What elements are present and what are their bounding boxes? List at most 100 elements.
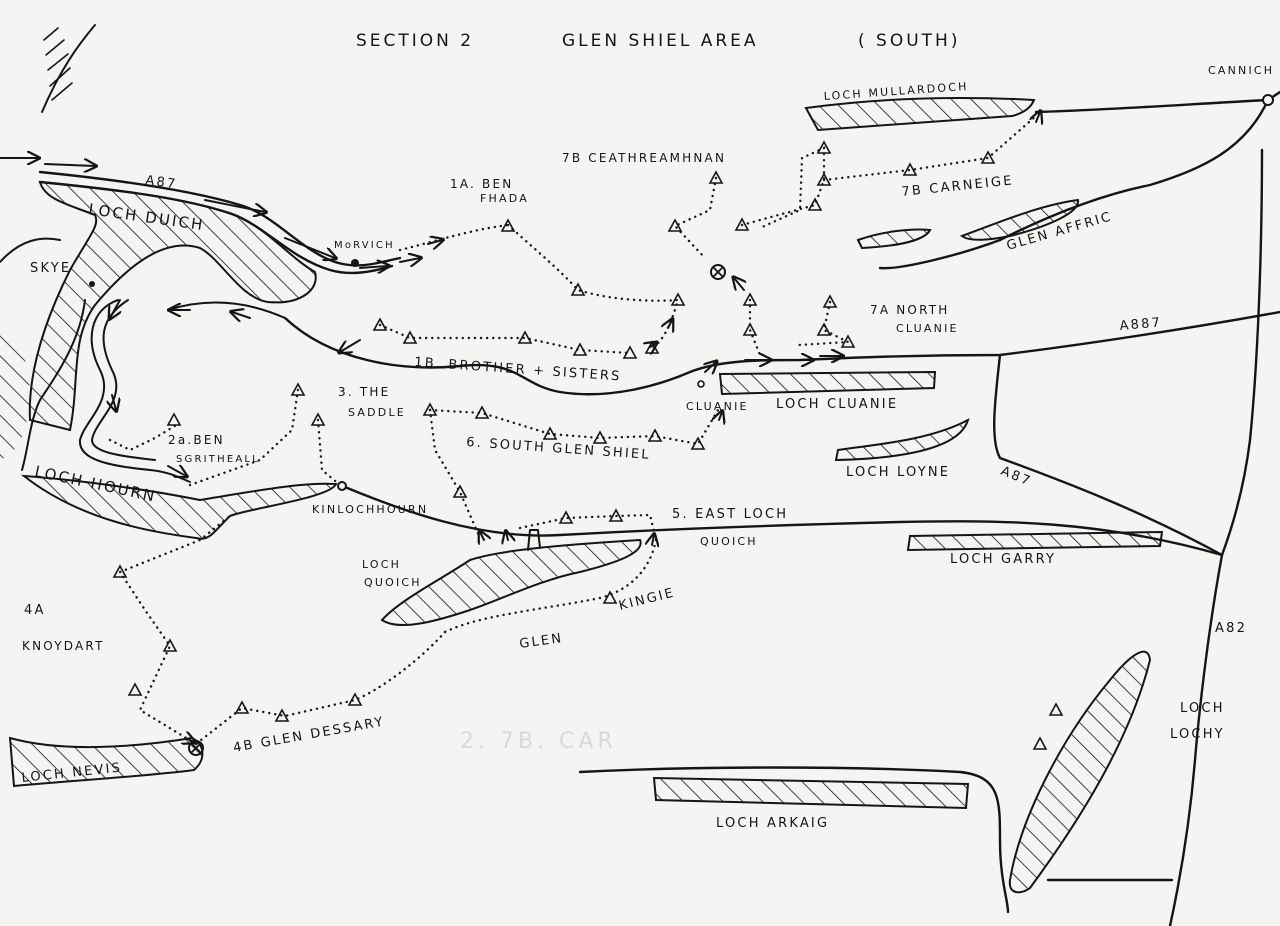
loch-quoich: [380, 529, 642, 627]
loch-cluanie: [718, 370, 937, 396]
loch-hourn: [20, 474, 338, 540]
label-loch-lochy-1: LOCH: [1180, 701, 1225, 716]
label-route-7b-carn: 7B CARNEIGE: [901, 173, 1015, 200]
summit-triangle-icon: [542, 426, 558, 440]
label-a87-west: A87: [144, 173, 178, 192]
road-a87-south: [993, 353, 1224, 557]
summit-triangle-icon: [690, 436, 706, 450]
loch-arkaig: [652, 776, 970, 810]
summit-triangle-icon: [372, 317, 388, 331]
cluanie-dot-icon: [697, 380, 705, 388]
summit-triangle-icon: [112, 564, 128, 578]
loch-loyne: [834, 418, 970, 462]
title-area: GLEN SHIEL AREA: [562, 31, 759, 51]
summit-triangle-icon: [572, 342, 588, 356]
label-route-3-2: SADDLE: [348, 406, 406, 419]
label-route-1a-2: FHADA: [480, 192, 529, 205]
summit-markers: [112, 140, 1064, 750]
faded-note: 2. 7B. CAR: [460, 729, 617, 754]
summit-triangle-icon: [274, 708, 290, 722]
summit-triangle-icon: [517, 330, 533, 344]
summit-triangle-icon: [290, 382, 306, 396]
label-cluanie: CLUANIE: [686, 400, 749, 413]
loch-lochy: [1008, 650, 1152, 894]
label-route-3-1: 3. THE: [338, 385, 390, 399]
label-route-5-2: QUOICH: [700, 535, 758, 548]
road-loch-arkaig: [578, 766, 1174, 914]
road-a87-glen-shiel: [283, 310, 1280, 396]
summit-triangle-icon: [840, 334, 856, 348]
label-route-2a-2: SGRITHEALL: [176, 454, 260, 465]
label-loch-quoich-1: LOCH: [362, 558, 401, 571]
summit-triangle-icon: [708, 170, 724, 184]
summit-triangle-icon: [402, 330, 418, 344]
loch-affric: [856, 198, 1080, 250]
crossed-circle-icon: [710, 264, 726, 280]
summit-triangle-icon: [570, 282, 586, 296]
summit-triangle-icon: [347, 692, 363, 706]
summit-triangle-icon: [474, 405, 490, 419]
summit-triangle-icon: [622, 345, 638, 359]
label-route-4a-2: KNOYDART: [22, 639, 105, 653]
summit-triangle-icon: [742, 292, 758, 306]
summit-triangle-icon: [162, 638, 178, 652]
summit-triangle-icon: [452, 484, 468, 498]
summit-triangle-icon: [500, 218, 516, 232]
settlement-markers: [188, 259, 726, 756]
summit-triangle-icon: [734, 217, 750, 231]
summit-triangle-icon: [1048, 702, 1064, 716]
label-a82: A82: [1215, 621, 1247, 636]
label-route-7a-2: CLUANIE: [896, 322, 959, 335]
summit-triangle-icon: [902, 162, 918, 176]
label-route-4b: 4B GLEN DESSARY: [232, 714, 386, 755]
place-labels: CANNICH MoRVICH SKYE CLUANIE KINLOCHHOUR…: [30, 64, 1272, 516]
loch-garry: [906, 530, 1164, 552]
label-route-2a-1: 2a.BEN: [168, 433, 225, 447]
label-route-5-1: 5. EAST LOCH: [672, 507, 788, 522]
road-a82: [1168, 148, 1264, 926]
skye-coast: [0, 237, 95, 471]
summit-triangle-icon: [608, 508, 624, 522]
summit-triangle-icon: [1032, 736, 1048, 750]
label-skye: SKYE: [30, 261, 71, 276]
crossed-circle-icon: [188, 740, 204, 756]
title-section: SECTION 2: [356, 31, 474, 51]
loch-duich: [28, 180, 317, 432]
label-a887: A887: [1119, 315, 1163, 334]
walking-routes: [108, 114, 1038, 746]
label-route-7b-ceath: 7B CEATHREAMHNAN: [562, 151, 726, 165]
sound-of-sleat-road: [78, 299, 286, 483]
summit-triangle-icon: [667, 218, 683, 232]
summit-triangle-icon: [807, 197, 823, 211]
summit-triangle-icon: [592, 430, 608, 444]
title-block: SECTION 2 GLEN SHIEL AREA ( SOUTH): [356, 31, 960, 51]
summit-triangle-icon: [422, 402, 438, 416]
summit-triangle-icon: [234, 700, 250, 714]
label-loch-cluanie: LOCH CLUANIE: [776, 397, 898, 412]
summit-triangle-icon: [816, 172, 832, 186]
label-loch-garry: LOCH GARRY: [950, 552, 1056, 567]
summit-triangle-icon: [816, 140, 832, 154]
cannich-junction-icon: [1262, 94, 1274, 106]
loch-nevis: [8, 736, 204, 788]
label-kinlochhourn: KINLOCHHOURN: [312, 503, 428, 516]
summit-triangle-icon: [816, 322, 832, 336]
title-qualifier: ( SOUTH): [858, 31, 960, 51]
summit-triangle-icon: [644, 340, 660, 354]
label-loch-loyne: LOCH LOYNE: [846, 465, 950, 480]
summit-triangle-icon: [670, 292, 686, 306]
label-route-1a-1: 1A. BEN: [450, 177, 513, 191]
label-loch-lochy-2: LOCHY: [1170, 727, 1225, 742]
kinlochhourn-dot-icon: [337, 481, 347, 491]
corner-hatching: [41, 24, 96, 113]
morvich-dot-icon: [351, 259, 359, 267]
summit-triangle-icon: [127, 682, 143, 696]
road-cannich: [878, 90, 1280, 270]
label-loch-quoich-2: QUOICH: [364, 576, 422, 589]
summit-triangle-icon: [980, 150, 996, 164]
summit-triangle-icon: [602, 590, 618, 604]
summit-triangle-icon: [166, 412, 182, 426]
route-arrows: [185, 112, 1040, 742]
